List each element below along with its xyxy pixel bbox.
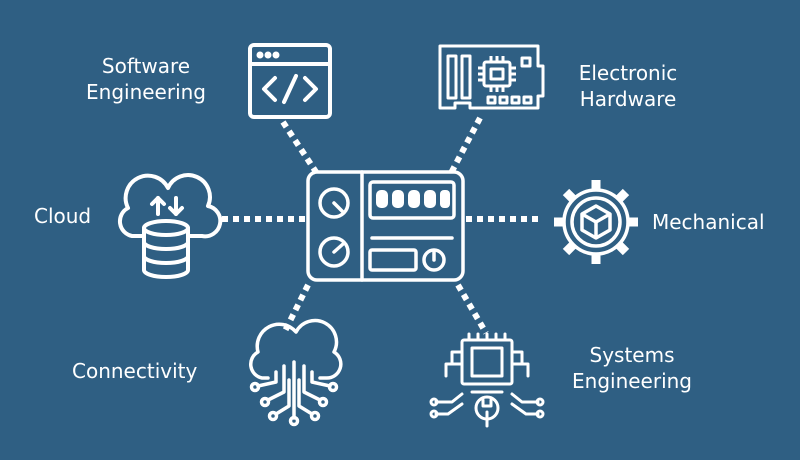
- chip-wrench-icon: [429, 332, 545, 428]
- connector-systems: [455, 283, 489, 335]
- label-software-line-2: Engineering: [86, 80, 206, 104]
- label-electronic-line-2: Hardware: [579, 87, 677, 111]
- label-software-engineering: Software Engineering: [84, 53, 208, 105]
- label-mechanical: Mechanical: [652, 209, 765, 235]
- label-software-line-1: Software: [101, 54, 191, 78]
- code-window-icon: [248, 43, 332, 119]
- circuit-board-icon: [438, 44, 545, 110]
- label-cloud-line-1: Cloud: [34, 204, 92, 228]
- control-panel-icon: [306, 170, 465, 282]
- label-systems-engineering: Systems Engineering: [568, 342, 696, 394]
- label-cloud: Cloud: [34, 203, 91, 229]
- label-connectivity: Connectivity: [72, 358, 197, 384]
- label-electronic-line-1: Electronic: [578, 61, 678, 85]
- connectors: [222, 116, 542, 335]
- label-mechanical-line-1: Mechanical: [652, 210, 765, 234]
- cloud-database-icon: [117, 173, 223, 279]
- connector-software: [280, 120, 321, 177]
- label-systems-line-2: Engineering: [572, 369, 692, 393]
- label-electronic-hardware: Electronic Hardware: [566, 60, 690, 112]
- label-systems-line-1: Systems: [589, 343, 675, 367]
- label-connectivity-line-1: Connectivity: [72, 359, 198, 383]
- connector-electronic: [447, 116, 483, 177]
- cloud-network-icon: [249, 318, 343, 427]
- gear-cube-icon: [554, 180, 638, 264]
